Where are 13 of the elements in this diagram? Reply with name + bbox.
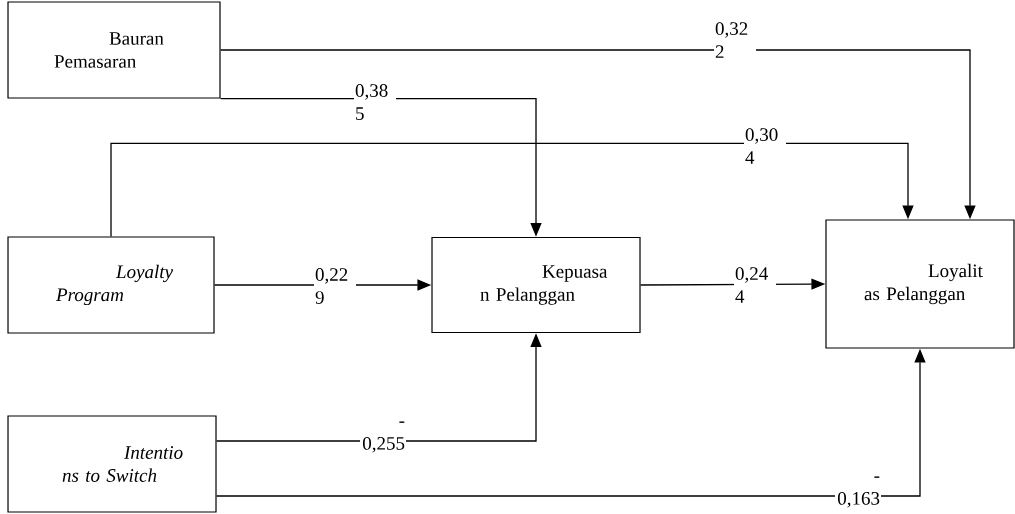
edge-label: 0,30 4 bbox=[744, 127, 786, 165]
variable-box: Bauran Pemasaran bbox=[7, 1, 221, 99]
variable-box: Intentio ns to Switch bbox=[7, 415, 217, 513]
edge-label: 0,32 2 bbox=[714, 21, 756, 59]
edge-label: 0,22 9 bbox=[314, 267, 356, 305]
edge-label: - 0,255 bbox=[360, 420, 406, 454]
edge-label: - 0,163 bbox=[835, 475, 881, 509]
edge-label: 0,24 4 bbox=[734, 266, 776, 304]
edge-label: 0,38 5 bbox=[354, 83, 396, 121]
variable-box: Loyalit as Pelanggan bbox=[825, 219, 1015, 349]
arrow bbox=[110, 142, 914, 238]
variable-box: Kepuasa n Pelanggan bbox=[431, 236, 641, 334]
variable-box: Loyalty Program bbox=[7, 236, 215, 334]
